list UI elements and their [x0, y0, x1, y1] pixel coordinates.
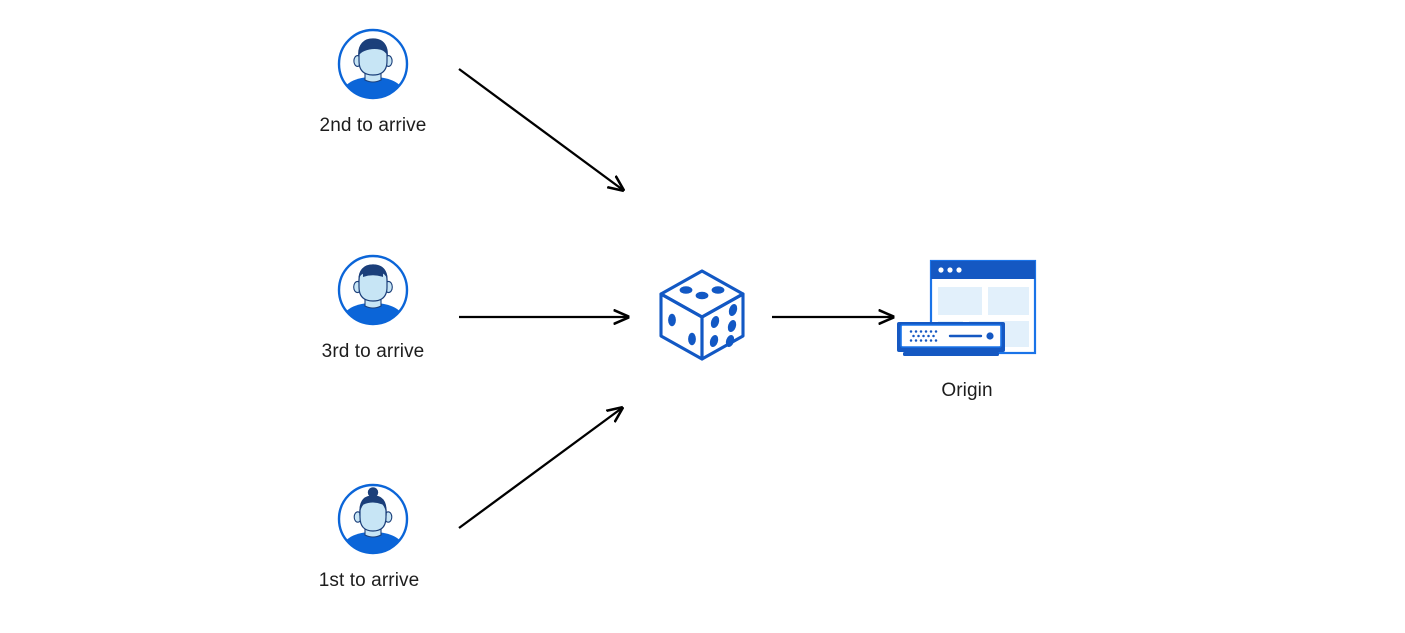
user-label-3rd-to-arrive: 3rd to arrive	[321, 341, 425, 362]
dice-icon	[655, 265, 749, 365]
server-device	[897, 322, 1005, 356]
user-avatar-2nd-to-arrive	[336, 27, 410, 101]
user-avatar-1st-to-arrive	[336, 482, 410, 556]
user-avatar-3rd-to-arrive	[336, 253, 410, 327]
user-label-2nd-to-arrive: 2nd to arrive	[319, 115, 427, 136]
origin-label: Origin	[941, 380, 993, 401]
user-label-1st-to-arrive: 1st to arrive	[318, 570, 420, 591]
arrow-user-1st-to-dice	[458, 408, 622, 529]
origin-server-icon	[893, 257, 1041, 367]
